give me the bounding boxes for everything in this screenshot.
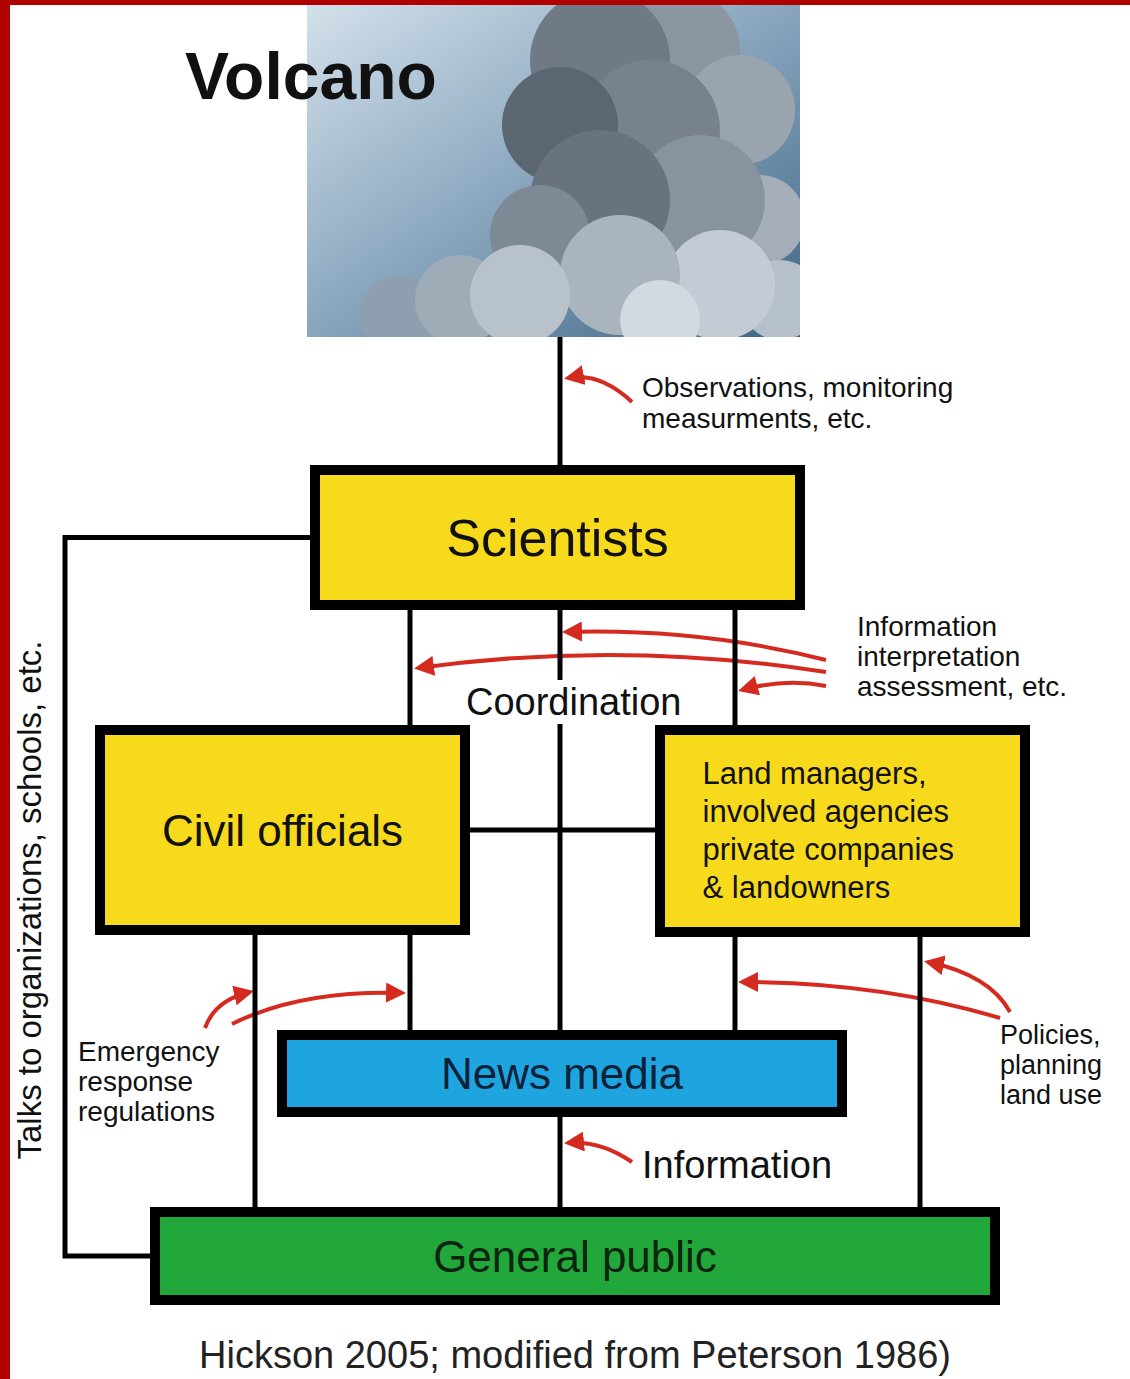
callout-arrow (742, 982, 1000, 1018)
connector-line (918, 937, 923, 1207)
node-text: General public (433, 1231, 717, 1282)
media-box: News media (277, 1030, 847, 1117)
edge-label: Observations, monitoring measurments, et… (642, 372, 1042, 434)
process-box: Civil officials (95, 725, 470, 935)
connector-line (558, 1117, 563, 1207)
connector-line (408, 935, 413, 1030)
node-text: News media (441, 1048, 683, 1099)
connector-line (733, 937, 738, 1030)
callout-arrow (568, 377, 632, 402)
process-box: Scientists (310, 465, 805, 610)
callout-arrow (928, 962, 1010, 1012)
callout-arrow (205, 992, 250, 1028)
callout-note: Information interpretation assessment, e… (857, 612, 1117, 702)
callout-arrow (742, 683, 826, 690)
public-box: General public (150, 1207, 1000, 1305)
connector-line (558, 610, 563, 1030)
figure-caption: Hickson 2005; modified from Peterson 198… (20, 1334, 1130, 1376)
ash-cloud (620, 280, 700, 337)
coordination-label: Coordination (462, 680, 685, 724)
connector-line (470, 828, 655, 833)
connector-line (558, 337, 563, 465)
callout-note: Emergency response regulations (78, 1037, 248, 1127)
connector-line (253, 935, 258, 1207)
volcano-node: Volcano (307, 5, 800, 337)
node-text: Land managers, involved agencies private… (703, 755, 983, 907)
edge-label: Talks to organizations, schools, etc. (10, 580, 50, 1220)
edge-label: Information (642, 1143, 882, 1187)
node-text: Volcano (185, 38, 437, 114)
node-text: Civil officials (162, 805, 403, 856)
ash-cloud (470, 245, 570, 337)
callout-arrow (418, 655, 826, 672)
callout-note: Policies, planning land use (1000, 1020, 1125, 1110)
process-box: Land managers, involved agencies private… (655, 725, 1030, 937)
connector-line (408, 610, 413, 725)
node-text: Scientists (446, 508, 669, 568)
connector-line (733, 610, 738, 725)
callout-arrow (568, 1143, 632, 1162)
